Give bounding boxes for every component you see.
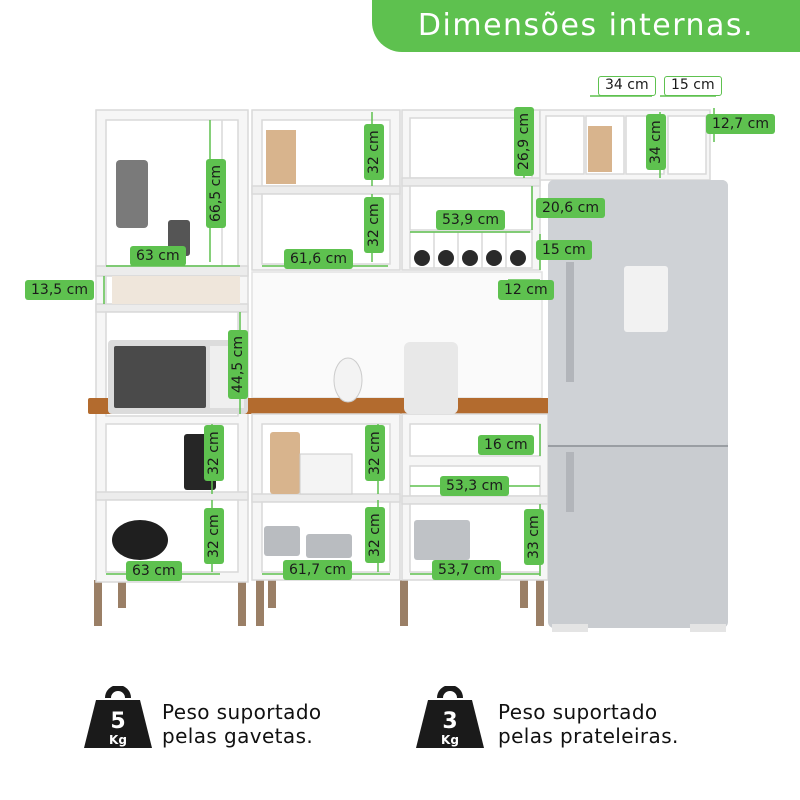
dim-label-upper-mid-32b: 32 cm	[364, 197, 384, 253]
refrigerator	[548, 180, 728, 632]
dim-label-upper-mid-32a: 32 cm	[364, 124, 384, 180]
weight-3kg-value: 3	[442, 709, 457, 734]
weight-drawers-line1: Peso suportado	[162, 700, 322, 724]
dim-label-53-7: 53,7 cm	[432, 560, 501, 580]
weight-3kg-unit: Kg	[441, 733, 459, 747]
bottle-niche	[414, 250, 526, 266]
dim-label-53-3: 53,3 cm	[440, 476, 509, 496]
dim-label-niche-15: 15 cm	[536, 240, 592, 260]
weight-drawers-note: Peso suportado pelas gavetas.	[162, 700, 322, 748]
weight-3kg-icon: 3 Kg	[414, 685, 486, 748]
cabinet-legs	[94, 580, 544, 626]
weight-drawers-line2: pelas gavetas.	[162, 724, 314, 748]
microwave	[108, 340, 248, 414]
dim-label-20-6: 20,6 cm	[536, 198, 605, 218]
header-title: Dimensões internas.	[417, 8, 755, 43]
dim-label-53-9: 53,9 cm	[436, 210, 505, 230]
dim-label-61-6: 61,6 cm	[284, 249, 353, 269]
dim-label-top-34: 34 cm	[598, 76, 656, 96]
weight-5kg-unit: Kg	[109, 733, 127, 747]
header-banner: Dimensões internas.	[372, 0, 800, 52]
dim-label-niche-12: 12 cm	[498, 280, 554, 300]
weight-shelves-line1: Peso suportado	[498, 700, 658, 724]
over-fridge-cabinet	[539, 109, 711, 181]
weight-5kg-value: 5	[110, 709, 125, 734]
dim-label-top-15: 15 cm	[664, 76, 722, 96]
dim-label-lower-left-32b: 32 cm	[204, 508, 224, 564]
dim-label-12-7: 12,7 cm	[706, 114, 775, 134]
dim-label-lower-left-32a: 32 cm	[204, 425, 224, 481]
dim-label-63-upper: 63 cm	[130, 246, 186, 266]
dim-label-16: 16 cm	[478, 435, 534, 455]
dim-label-61-7: 61,7 cm	[283, 560, 352, 580]
dim-label-44-5: 44,5 cm	[228, 330, 248, 399]
dim-label-63-lower: 63 cm	[126, 561, 182, 581]
dim-label-lower-mid-32b: 32 cm	[365, 507, 385, 563]
dim-label-lower-mid-32a: 32 cm	[365, 425, 385, 481]
dim-label-66-5: 66,5 cm	[206, 159, 226, 228]
dim-label-13-5: 13,5 cm	[25, 280, 94, 300]
dim-label-upper-right-34: 34 cm	[646, 114, 666, 170]
weight-shelves-line2: pelas prateleiras.	[498, 724, 679, 748]
dim-label-33: 33 cm	[524, 509, 544, 565]
weight-shelves-note: Peso suportado pelas prateleiras.	[498, 700, 679, 748]
weight-5kg-icon: 5 Kg	[82, 685, 154, 748]
dim-label-26-9: 26,9 cm	[514, 107, 534, 176]
